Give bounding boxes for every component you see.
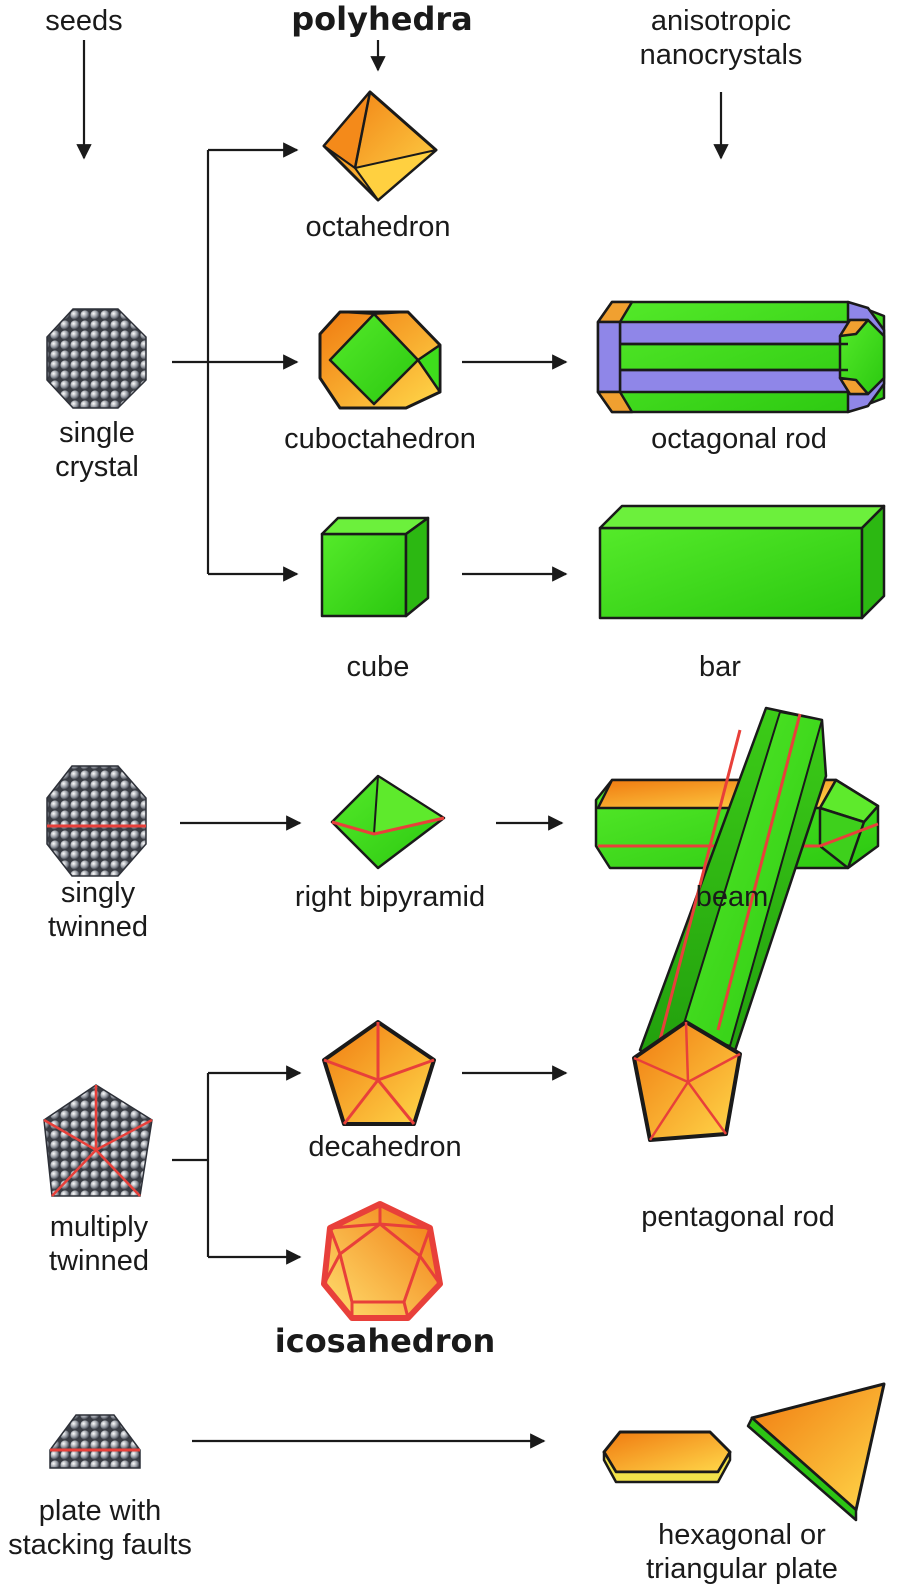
column-header-polyhedra: polyhedra <box>291 0 473 38</box>
shape-cube <box>320 516 430 618</box>
label-right-bipyramid: right bipyramid <box>294 881 486 913</box>
shape-hexagonal-plate <box>602 1430 732 1484</box>
shape-cuboctahedron <box>318 310 442 410</box>
column-header-anisotropic: anisotropic nanocrystals <box>639 5 803 71</box>
label-octagonal-rod: octagonal rod <box>651 423 827 455</box>
shape-icosahedron <box>321 1201 443 1321</box>
label-bar: bar <box>699 651 741 683</box>
shape-pentagonal-rod <box>632 706 828 1142</box>
label-cuboctahedron: cuboctahedron <box>284 423 476 455</box>
label-cube: cube <box>346 651 410 683</box>
shape-octahedron <box>322 90 438 202</box>
shape-right-bipyramid <box>330 774 446 870</box>
label-single-crystal: single crystal <box>55 417 139 483</box>
shape-triangular-plate <box>746 1382 886 1522</box>
label-hexagonal-triangular-plate: hexagonal or triangular plate <box>646 1519 838 1585</box>
seed-plate-stacking-faults <box>49 1414 141 1469</box>
shape-decahedron <box>322 1020 436 1126</box>
label-octahedron: octahedron <box>305 211 451 243</box>
label-plate-stacking-faults: plate with stacking faults <box>8 1495 192 1561</box>
label-multiply-twinned: multiply twinned <box>49 1211 149 1277</box>
shape-bar <box>598 504 886 620</box>
seed-single-crystal <box>46 308 147 409</box>
label-icosahedron: icosahedron <box>274 1322 496 1360</box>
connectors <box>76 40 729 1449</box>
label-pentagonal-rod: pentagonal rod <box>641 1201 835 1233</box>
label-singly-twinned: singly twinned <box>48 877 148 943</box>
column-header-seeds: seeds <box>45 5 123 37</box>
seed-singly-twinned <box>46 765 147 877</box>
seed-multiply-twinned <box>43 1084 153 1197</box>
branch-multiply-twinned <box>172 1073 210 1257</box>
label-beam: beam <box>695 881 769 913</box>
label-decahedron: decahedron <box>308 1131 462 1163</box>
shape-octagonal-rod <box>596 300 886 414</box>
